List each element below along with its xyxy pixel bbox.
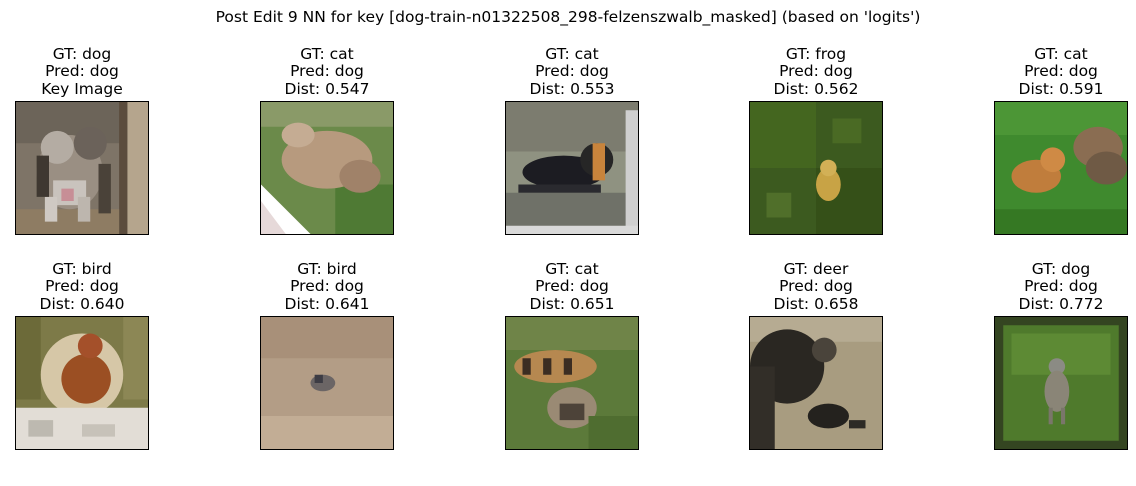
pred-label: Pred: dog (1024, 62, 1098, 80)
pred-label: Pred: dog (45, 277, 119, 295)
figure-title: Post Edit 9 NN for key [dog-train-n01322… (215, 8, 921, 26)
cell-title: GT: deer Pred: dog Dist: 0.658 (721, 260, 911, 313)
gt-label: GT: deer (783, 259, 849, 278)
gt-label: GT: bird (52, 259, 112, 278)
dog-thumbnail (15, 101, 149, 235)
nn-cell: GT: cat Pred: dog Dist: 0.591 (966, 45, 1136, 235)
gt-label: GT: cat (545, 44, 599, 63)
cat-on-grass-thumbnail (260, 101, 394, 235)
dist-label: Dist: 0.651 (529, 294, 615, 313)
dist-label: Dist: 0.547 (284, 79, 370, 98)
cell-title: GT: cat Pred: dog Dist: 0.651 (477, 260, 667, 313)
cell-title: GT: bird Pred: dog Dist: 0.641 (232, 260, 422, 313)
cell-title: GT: frog Pred: dog Dist: 0.562 (721, 45, 911, 98)
cell-title: GT: dog Pred: dog Dist: 0.772 (966, 260, 1136, 313)
tiger-thumbnail (505, 316, 639, 450)
gt-label: GT: dog (52, 44, 112, 63)
pred-label: Pred: dog (1024, 277, 1098, 295)
nn-cell: GT: dog Pred: dog Dist: 0.772 (966, 260, 1136, 450)
dist-label: Key Image (41, 79, 123, 98)
pred-label: Pred: dog (779, 277, 853, 295)
nn-cell: GT: frog Pred: dog Dist: 0.562 (721, 45, 911, 235)
pred-label: Pred: dog (290, 277, 364, 295)
black-cat-thumbnail (505, 101, 639, 235)
gt-label: GT: dog (1031, 259, 1091, 278)
cats-in-grass-thumbnail (994, 101, 1128, 235)
nn-cell: GT: deer Pred: dog Dist: 0.658 (721, 260, 911, 450)
dark-animal-thumbnail (749, 316, 883, 450)
dist-label: Dist: 0.562 (773, 79, 859, 98)
dist-label: Dist: 0.640 (39, 294, 125, 313)
cell-title: GT: bird Pred: dog Dist: 0.640 (0, 260, 177, 313)
nn-cell: GT: bird Pred: dog Dist: 0.640 (0, 260, 177, 450)
cell-title: GT: dog Pred: dog Key Image (0, 45, 177, 98)
gt-label: GT: frog (785, 44, 847, 63)
gt-label: GT: bird (297, 259, 357, 278)
pred-label: Pred: dog (290, 62, 364, 80)
dist-label: Dist: 0.553 (529, 79, 615, 98)
bird-thumbnail (15, 316, 149, 450)
gt-label: GT: cat (300, 44, 354, 63)
dist-label: Dist: 0.772 (1018, 294, 1104, 313)
nn-cell: GT: cat Pred: dog Dist: 0.547 (232, 45, 422, 235)
gt-label: GT: cat (1034, 44, 1088, 63)
nn-cell: GT: cat Pred: dog Dist: 0.553 (477, 45, 667, 235)
bird-on-sand-thumbnail (260, 316, 394, 450)
frog-in-grass-thumbnail (749, 101, 883, 235)
cell-title: GT: cat Pred: dog Dist: 0.547 (232, 45, 422, 98)
dist-label: Dist: 0.641 (284, 294, 370, 313)
cell-title: GT: cat Pred: dog Dist: 0.591 (966, 45, 1136, 98)
cell-title: GT: cat Pred: dog Dist: 0.553 (477, 45, 667, 98)
nn-cell: GT: dog Pred: dog Key Image (0, 45, 177, 235)
nn-cell: GT: cat Pred: dog Dist: 0.651 (477, 260, 667, 450)
dog-in-grass-thumbnail (994, 316, 1128, 450)
nn-cell: GT: bird Pred: dog Dist: 0.641 (232, 260, 422, 450)
pred-label: Pred: dog (535, 62, 609, 80)
pred-label: Pred: dog (779, 62, 853, 80)
dist-label: Dist: 0.658 (773, 294, 859, 313)
dist-label: Dist: 0.591 (1018, 79, 1104, 98)
gt-label: GT: cat (545, 259, 599, 278)
pred-label: Pred: dog (45, 62, 119, 80)
pred-label: Pred: dog (535, 277, 609, 295)
